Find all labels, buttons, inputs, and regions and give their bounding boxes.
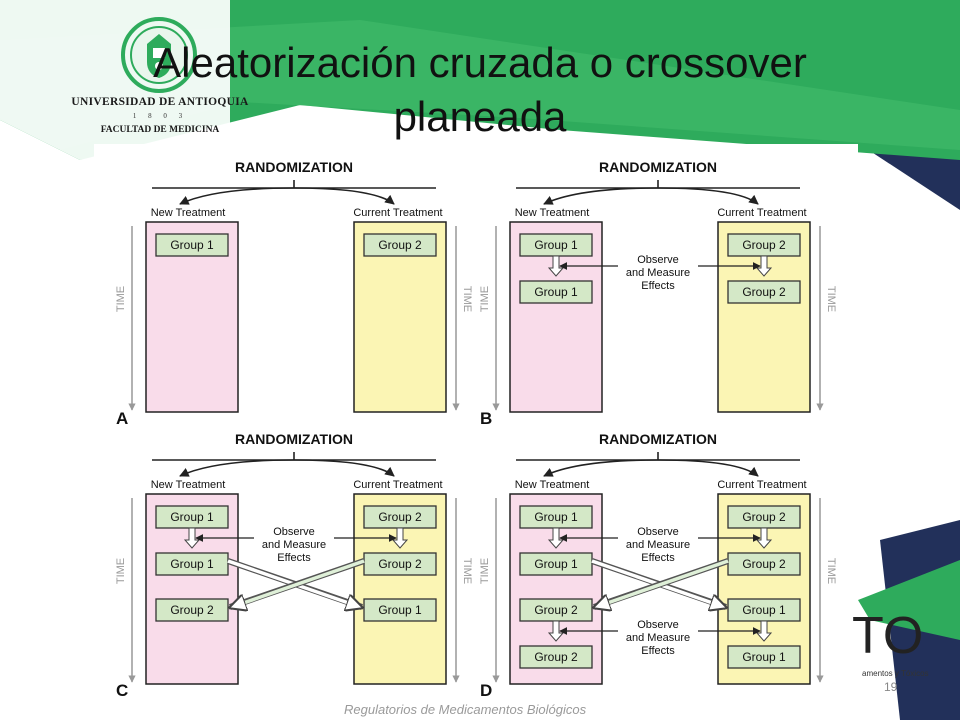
time-label-left: TIME: [115, 286, 127, 312]
observe-measure-label: and Measure: [626, 632, 690, 644]
panel-label: B: [480, 409, 492, 428]
left-group-label: Group 1: [170, 510, 214, 524]
right-group-label: Group 2: [378, 557, 422, 571]
randomization-label: RANDOMIZATION: [235, 431, 353, 447]
observe-measure-label: and Measure: [626, 539, 690, 551]
right-group-label: Group 1: [378, 603, 422, 617]
faculty-name: FACULTAD DE MEDICINA: [100, 125, 220, 135]
randomization-label: RANDOMIZATION: [599, 159, 717, 175]
observe-measure-label: Effects: [277, 552, 311, 564]
brand-subtitle: amentos y Tóxicos: [862, 669, 929, 678]
randomization-label: RANDOMIZATION: [235, 159, 353, 175]
left-group-label: Group 2: [534, 650, 578, 664]
observe-measure-label: Effects: [641, 645, 675, 657]
observe-measure-label: and Measure: [626, 267, 690, 279]
left-group-label: Group 1: [534, 238, 578, 252]
university-crest-logo: [121, 17, 197, 93]
panel-label: D: [480, 681, 492, 700]
slide-title: Aleatorización cruzada o crossover plane…: [153, 39, 807, 140]
left-group-box: [519, 645, 593, 669]
green-band-light: [0, 20, 960, 150]
time-label-right: TIME: [461, 286, 473, 312]
current-treatment-label: Current Treatment: [353, 207, 442, 219]
diagram-panel-d: RANDOMIZATION New Treatment Current Treatm…: [479, 431, 837, 700]
current-treatment-label: Current Treatment: [717, 479, 806, 491]
time-label-right: TIME: [461, 558, 473, 584]
diagram-panel-b: RANDOMIZATION New Treatment Current Treatm…: [479, 159, 837, 428]
new-treatment-label: New Treatment: [515, 479, 590, 491]
university-year: 1 8 0 3: [132, 112, 188, 120]
diagram-panel-c: RANDOMIZATION New Treatment Current Treatm…: [115, 431, 473, 700]
arrow-to-new-treatment: [543, 187, 659, 205]
current-treatment-label: Current Treatment: [717, 207, 806, 219]
time-label-right: TIME: [825, 286, 837, 312]
right-group-label: Group 2: [742, 557, 786, 571]
diagram-panel-a: RANDOMIZATION New Treatment Current Treatm…: [115, 159, 473, 428]
randomization-split-line: [516, 180, 800, 189]
arrow-to-current-treatment: [293, 187, 395, 205]
observe-measure-label: Observe: [273, 526, 315, 538]
time-label-left: TIME: [115, 558, 127, 584]
arrow-to-new-treatment: [179, 187, 295, 205]
panel-label: C: [116, 681, 128, 700]
right-group-label: Group 2: [742, 510, 786, 524]
page-number: 19: [884, 680, 898, 694]
new-treatment-label: New Treatment: [515, 207, 590, 219]
left-group-box: [519, 280, 593, 304]
left-group-label: Group 1: [170, 238, 214, 252]
arrow-to-current-treatment: [293, 459, 395, 477]
left-group-box: [155, 233, 229, 257]
right-group-label: Group 1: [742, 650, 786, 664]
arrow-to-new-treatment: [543, 459, 659, 477]
left-group-label: Group 1: [534, 285, 578, 299]
right-group-label: Group 2: [742, 285, 786, 299]
new-treatment-label: New Treatment: [151, 479, 226, 491]
right-group-box: [363, 233, 437, 257]
arrow-to-new-treatment: [179, 459, 295, 477]
panel-label: A: [116, 409, 128, 428]
brand-logo-text: TO: [852, 607, 924, 665]
green-band-bottom: [858, 560, 960, 640]
university-name: UNIVERSIDAD DE ANTIOQUIA: [71, 96, 249, 108]
randomization-label: RANDOMIZATION: [599, 431, 717, 447]
right-group-label: Group 1: [742, 603, 786, 617]
slide-footer: Regulatorios de Medicamentos Biológicos: [344, 702, 587, 717]
right-group-box: [727, 645, 801, 669]
new-treatment-label: New Treatment: [151, 207, 226, 219]
randomization-split-line: [152, 180, 436, 189]
right-group-box: [727, 280, 801, 304]
left-progress-arrow: [547, 620, 565, 642]
observe-measure-label: Observe: [637, 619, 679, 631]
observe-measure-label: Observe: [637, 254, 679, 266]
left-progress-arrow: [547, 527, 565, 549]
right-group-label: Group 2: [742, 238, 786, 252]
crossover-arrow-right-to-left: [232, 559, 365, 607]
randomization-split-line: [516, 452, 800, 461]
right-group-label: Group 2: [378, 238, 422, 252]
left-group-label: Group 1: [170, 557, 214, 571]
observe-measure-label: Effects: [641, 552, 675, 564]
current-treatment-label: Current Treatment: [353, 479, 442, 491]
left-group-label: Group 2: [170, 603, 214, 617]
randomization-split-line: [152, 452, 436, 461]
right-group-label: Group 2: [378, 510, 422, 524]
time-label-left: TIME: [479, 558, 491, 584]
left-group-label: Group 1: [534, 510, 578, 524]
left-progress-arrow: [547, 255, 565, 277]
arrow-to-current-treatment: [657, 459, 759, 477]
arrow-to-current-treatment: [657, 187, 759, 205]
observe-measure-label: Effects: [641, 280, 675, 292]
left-progress-arrow: [183, 527, 201, 549]
crossover-arrow-right-to-left: [596, 559, 729, 607]
time-label-left: TIME: [479, 286, 491, 312]
observe-measure-label: and Measure: [262, 539, 326, 551]
left-group-label: Group 1: [534, 557, 578, 571]
time-label-right: TIME: [825, 558, 837, 584]
left-group-label: Group 2: [534, 603, 578, 617]
observe-measure-label: Observe: [637, 526, 679, 538]
